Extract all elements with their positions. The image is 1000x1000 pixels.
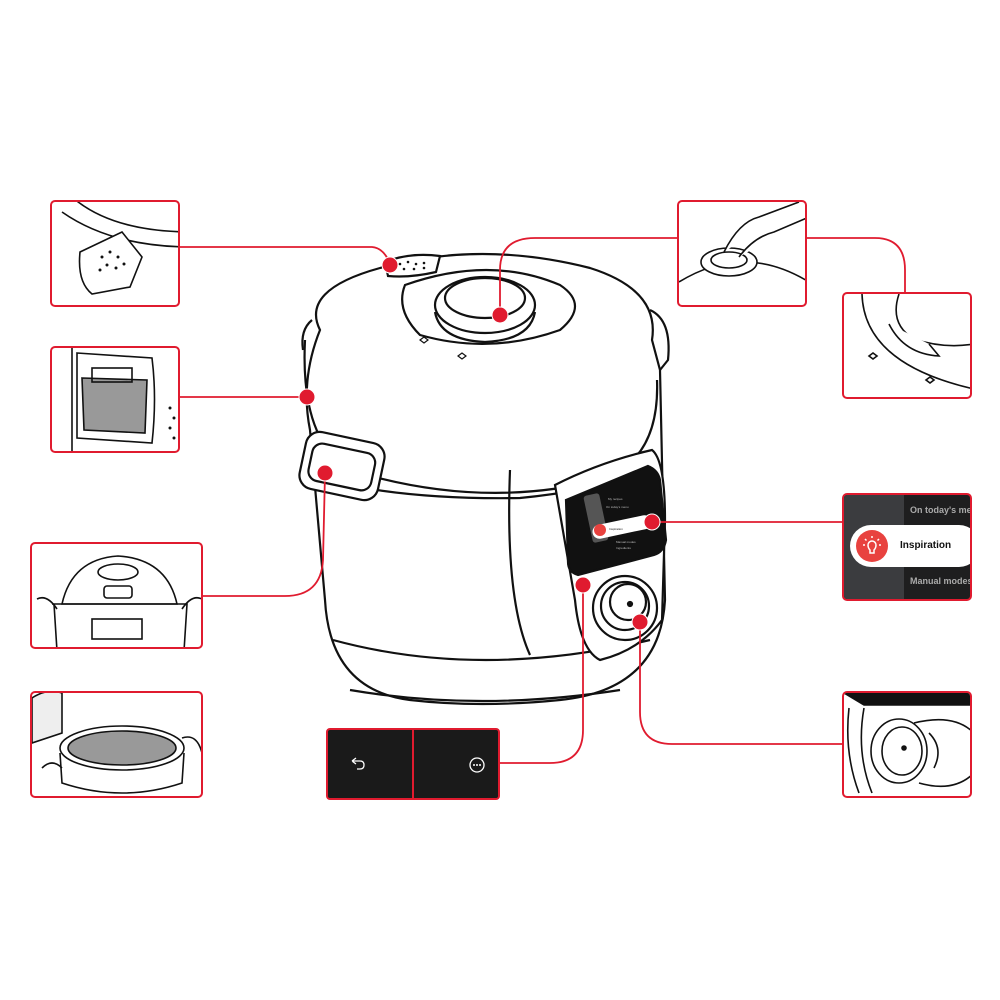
menu-item-manual-modes: Manual modes bbox=[910, 576, 972, 586]
detail-screen-inspiration: On today's men Inspiration Manual modes bbox=[842, 493, 972, 601]
detail-water-tank bbox=[50, 346, 180, 453]
pressure-cooker: My recipes On today's menu Inspiration M… bbox=[298, 252, 670, 706]
callout-lines bbox=[180, 237, 906, 764]
menu-item-inspiration: Inspiration bbox=[900, 540, 952, 551]
device-screen-item: On today's menu bbox=[606, 505, 629, 509]
back-arrow-icon bbox=[351, 757, 365, 770]
detail-lid-lock bbox=[842, 292, 972, 399]
device-screen-item: Ingredients bbox=[616, 546, 631, 550]
device-screen-item: My recipes bbox=[608, 497, 623, 501]
lightbulb-icon bbox=[856, 530, 888, 562]
lid-opening-illustration bbox=[679, 202, 805, 283]
callout-dots bbox=[298, 256, 661, 631]
device-screen-item: Inspiration bbox=[609, 527, 623, 531]
back-button[interactable] bbox=[328, 730, 412, 798]
lid-handles-illustration bbox=[36, 555, 201, 647]
lid-lock-illustration bbox=[861, 294, 970, 389]
detail-control-buttons bbox=[326, 728, 500, 800]
detail-steam-valve bbox=[50, 200, 180, 307]
control-knob-illustration bbox=[844, 693, 970, 794]
detail-inner-bowl bbox=[30, 691, 203, 798]
menu-item-on-todays-menu: On today's men bbox=[910, 505, 972, 515]
inner-bowl-illustration bbox=[32, 693, 201, 794]
more-options-button[interactable] bbox=[414, 730, 500, 798]
more-options-icon bbox=[469, 757, 485, 773]
detail-control-knob bbox=[842, 691, 972, 798]
detail-lid-opening bbox=[677, 200, 807, 307]
water-tank-illustration bbox=[71, 348, 176, 451]
detail-lid-handles bbox=[30, 542, 203, 649]
steam-valve-illustration bbox=[61, 202, 178, 295]
device-screen-item: Manual modes bbox=[616, 540, 636, 544]
button-divider bbox=[412, 730, 414, 798]
